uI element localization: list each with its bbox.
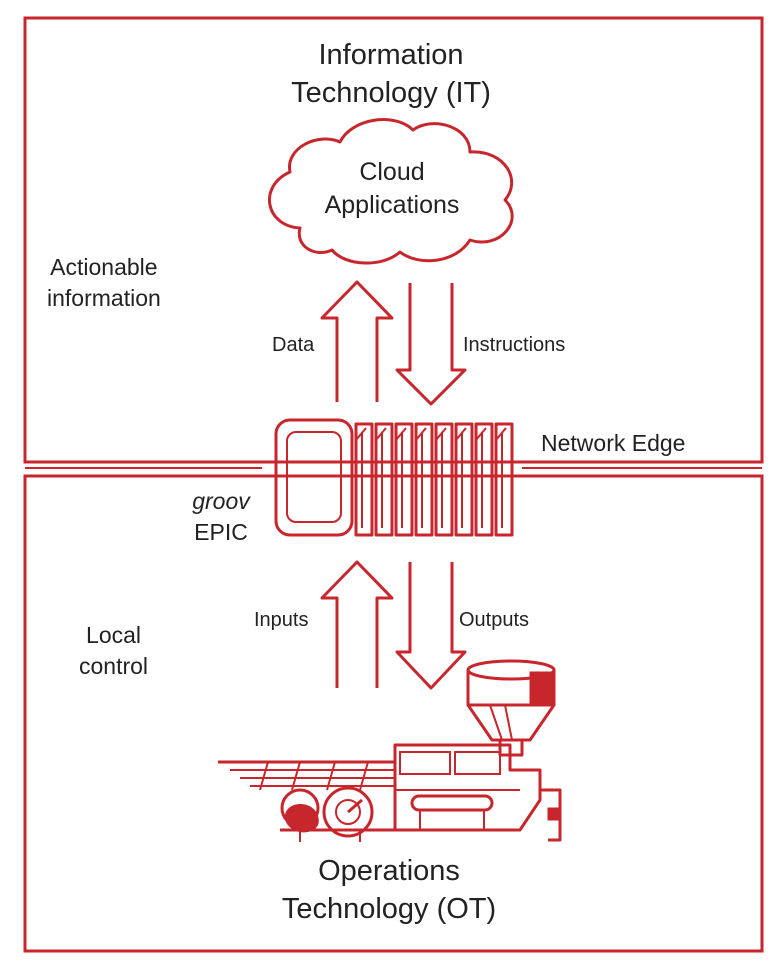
epic-label: EPIC (194, 519, 248, 545)
industrial-equipment-icon (218, 659, 562, 842)
ot-title-line1: Operations (318, 855, 460, 887)
data-label: Data (272, 334, 315, 356)
cloud-applications-label: Cloud Applications (292, 156, 492, 222)
cloud-label-line1: Cloud (359, 158, 425, 186)
ot-title-line2: Technology (OT) (281, 893, 497, 925)
instructions-down-arrow (395, 283, 467, 406)
local-control-label: Local control (79, 620, 148, 682)
ot-title: Operations Technology (OT) (224, 852, 554, 928)
groov-label: groov (192, 488, 250, 514)
instructions-label: Instructions (463, 334, 566, 356)
it-title-line2: Technology (IT) (291, 77, 491, 109)
groov-epic-label: groov EPIC (176, 486, 266, 548)
outputs-down-arrow (395, 562, 467, 690)
groov-epic-controller-icon (274, 418, 514, 537)
cloud-icon (268, 118, 514, 265)
it-title-line1: Information (318, 39, 464, 71)
actionable-line1: Actionable (50, 254, 158, 280)
inputs-up-arrow (320, 560, 394, 688)
inputs-label: Inputs (254, 609, 309, 631)
local-control-line1: Local (86, 622, 142, 648)
network-edge-label: Network Edge (541, 430, 686, 456)
outputs-label: Outputs (459, 609, 530, 631)
cloud-label-line2: Applications (324, 191, 460, 219)
local-control-line2: control (79, 653, 149, 679)
actionable-information-label: Actionable information (47, 252, 161, 314)
actionable-line2: information (47, 285, 161, 311)
data-up-arrow (320, 280, 394, 402)
it-title: Information Technology (IT) (226, 36, 556, 112)
